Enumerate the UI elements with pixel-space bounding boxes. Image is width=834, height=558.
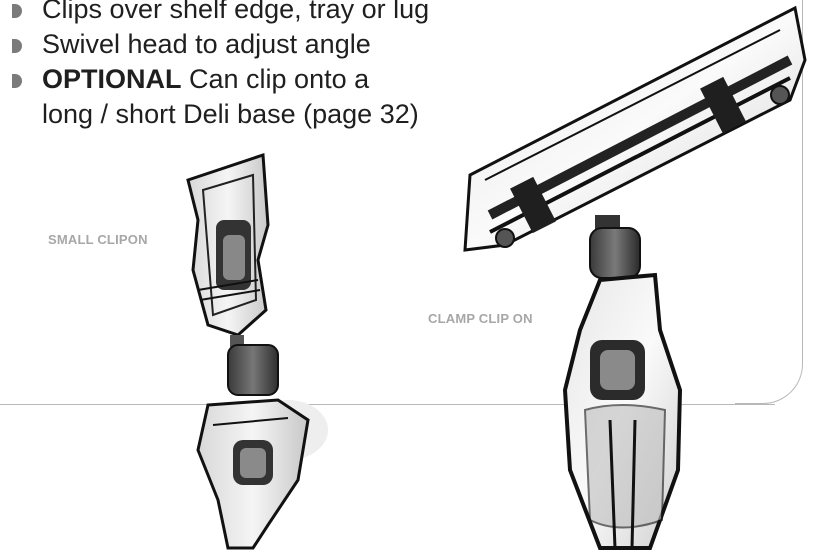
feature-text: Swivel head to adjust angle (42, 29, 371, 59)
feature-text: Can clip onto a (181, 64, 370, 94)
small-clipon-label: SMALL CLIPON (48, 232, 148, 247)
frame-border-curve (735, 0, 803, 404)
feature-item-continuation: long / short Deli base (page 32) (12, 97, 429, 132)
bullet-icon (12, 39, 22, 53)
clamp-clipon-label: CLAMP CLIP ON (428, 311, 533, 326)
clamp-clipon-product-image (463, 5, 807, 550)
feature-list: Clips over shelf edge, tray or lug Swive… (12, 0, 429, 132)
bullet-icon (12, 74, 22, 88)
bullet-icon (12, 4, 22, 18)
feature-item: OPTIONAL Can clip onto a (12, 62, 429, 97)
feature-text: Clips over shelf edge, tray or lug (42, 0, 430, 24)
feature-text: long / short Deli base (page 32) (42, 99, 419, 129)
frame-border-line (0, 404, 775, 405)
optional-tag: OPTIONAL (42, 64, 182, 94)
small-clipon-product-image (186, 152, 328, 550)
feature-item: Clips over shelf edge, tray or lug (12, 0, 429, 27)
feature-item: Swivel head to adjust angle (12, 27, 429, 62)
